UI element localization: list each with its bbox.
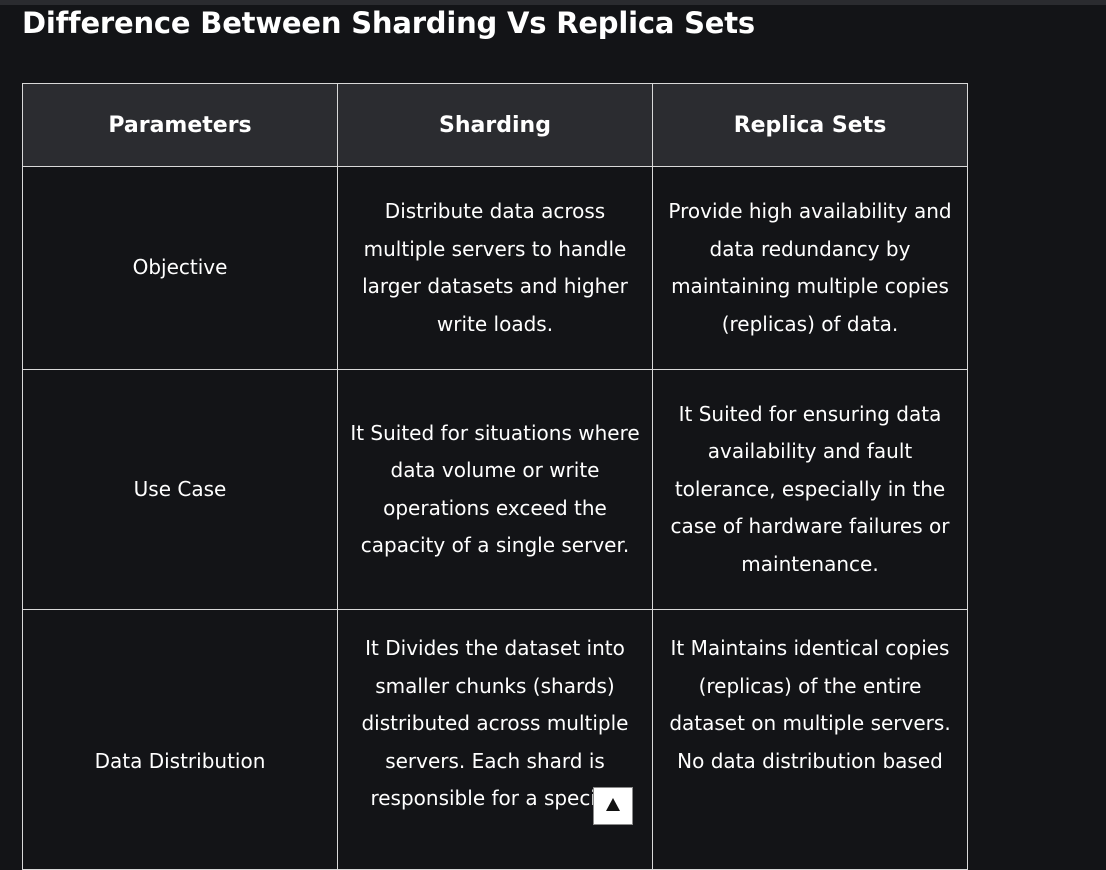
- sharding-cell: It Suited for situations where data volu…: [337, 369, 653, 610]
- column-header-replica-sets: Replica Sets: [652, 83, 968, 167]
- table-row: Data Distribution It Divides the dataset…: [22, 609, 968, 870]
- replica-sets-cell: It Suited for ensuring data availability…: [652, 369, 968, 610]
- replica-sets-cell: Provide high availability and data redun…: [652, 166, 968, 370]
- parameter-cell: Data Distribution: [22, 609, 338, 870]
- top-bar: [0, 0, 1106, 5]
- scroll-to-top-button[interactable]: [593, 787, 633, 825]
- table-row: Objective Distribute data across multipl…: [22, 166, 968, 370]
- comparison-table: Parameters Sharding Replica Sets Objecti…: [22, 83, 968, 870]
- table-header-row: Parameters Sharding Replica Sets: [22, 83, 968, 167]
- replica-sets-cell: It Maintains identical copies (replicas)…: [652, 609, 968, 870]
- sharding-cell: It Divides the dataset into smaller chun…: [337, 609, 653, 870]
- parameter-cell: Use Case: [22, 369, 338, 610]
- sharding-cell: Distribute data across multiple servers …: [337, 166, 653, 370]
- parameter-cell: Objective: [22, 166, 338, 370]
- column-header-parameters: Parameters: [22, 83, 338, 167]
- arrow-up-icon: [606, 798, 620, 811]
- table-row: Use Case It Suited for situations where …: [22, 369, 968, 610]
- column-header-sharding: Sharding: [337, 83, 653, 167]
- page-title: Difference Between Sharding Vs Replica S…: [22, 6, 755, 40]
